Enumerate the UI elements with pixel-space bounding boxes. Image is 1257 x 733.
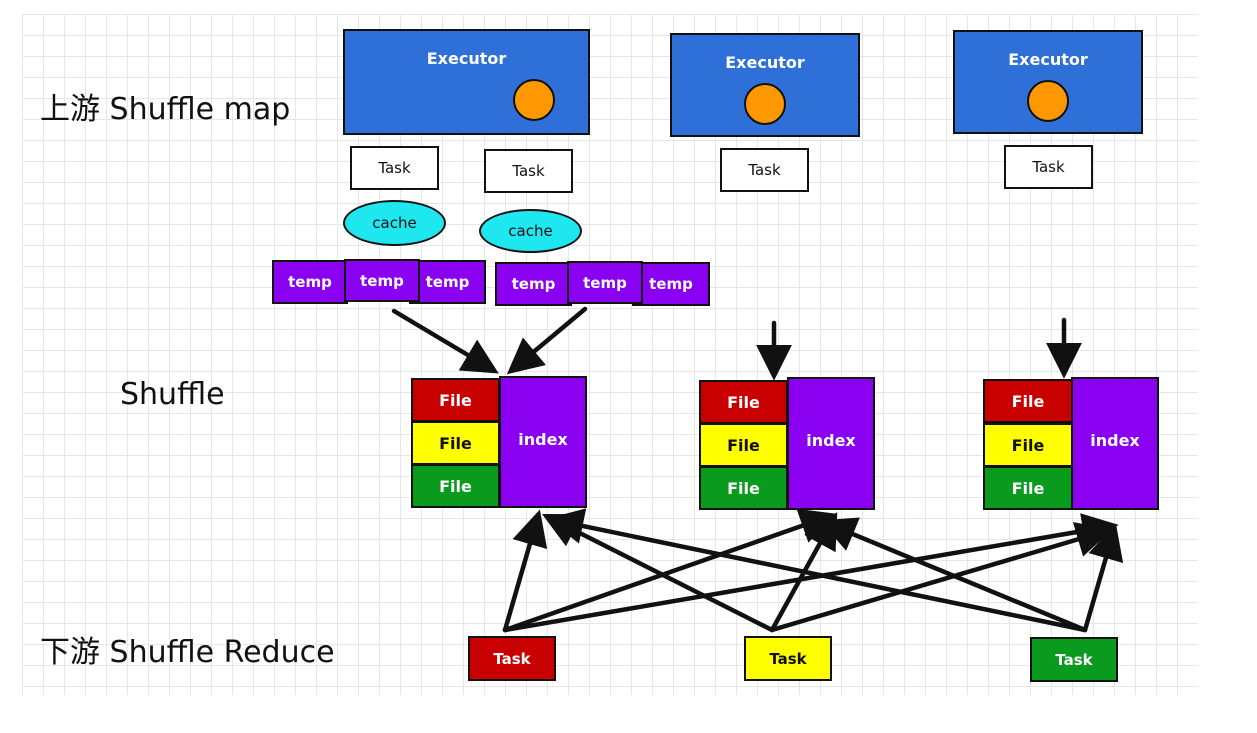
executor-3: Executor xyxy=(953,30,1143,134)
arrow xyxy=(547,508,1088,633)
arrow xyxy=(819,517,1088,633)
arrow xyxy=(502,513,1119,633)
temp-block: temp xyxy=(272,260,348,304)
shuffle-index: index xyxy=(787,377,875,510)
arrow xyxy=(391,308,499,374)
executor-1-title: Executor xyxy=(426,49,507,68)
shuffle-index: index xyxy=(499,376,587,508)
executor-1-core xyxy=(513,79,555,121)
map-task: Task xyxy=(720,148,809,192)
arrow xyxy=(769,522,1113,633)
shuffle-file: File xyxy=(983,466,1073,510)
temp-block: temp xyxy=(632,262,710,306)
shuffle-index: index xyxy=(1071,377,1159,510)
arrow xyxy=(502,508,837,633)
executor-3-core xyxy=(1027,80,1069,122)
map-task: Task xyxy=(484,149,573,193)
upstream-label: 上游 Shuffle map xyxy=(40,92,291,127)
cache-ellipse: cache xyxy=(343,200,446,246)
reduce-task: Task xyxy=(744,636,832,681)
executor-2-core xyxy=(744,83,786,125)
shuffle-file: File xyxy=(411,464,500,508)
arrow xyxy=(1082,523,1124,633)
temp-block: temp xyxy=(495,262,572,306)
shuffle-index-label: index xyxy=(518,430,568,449)
downstream-label: 下游 Shuffle Reduce xyxy=(40,635,335,670)
cache-ellipse: cache xyxy=(479,209,582,253)
executor-3-title: Executor xyxy=(1008,50,1088,69)
shuffle-file: File xyxy=(411,378,500,422)
reduce-task: Task xyxy=(468,636,556,681)
map-task: Task xyxy=(350,146,439,190)
shuffle-file: File xyxy=(983,379,1073,423)
arrow xyxy=(502,509,548,633)
shuffle-file: File xyxy=(699,466,788,510)
shuffle-file: File xyxy=(699,423,788,467)
arrow xyxy=(506,306,588,375)
executor-2-title: Executor xyxy=(725,53,805,72)
reduce-task: Task xyxy=(1030,637,1118,682)
temp-block: temp xyxy=(344,259,420,302)
shuffle-index-label: index xyxy=(1090,431,1140,450)
shuffle-file: File xyxy=(411,421,500,465)
temp-block: temp xyxy=(567,261,643,304)
arrow xyxy=(541,513,775,633)
shuffle-label: Shuffle xyxy=(120,377,225,412)
shuffle-index-label: index xyxy=(806,431,856,450)
map-task: Task xyxy=(1004,145,1093,189)
executor-1: Executor xyxy=(343,29,590,135)
executor-2: Executor xyxy=(670,33,860,137)
